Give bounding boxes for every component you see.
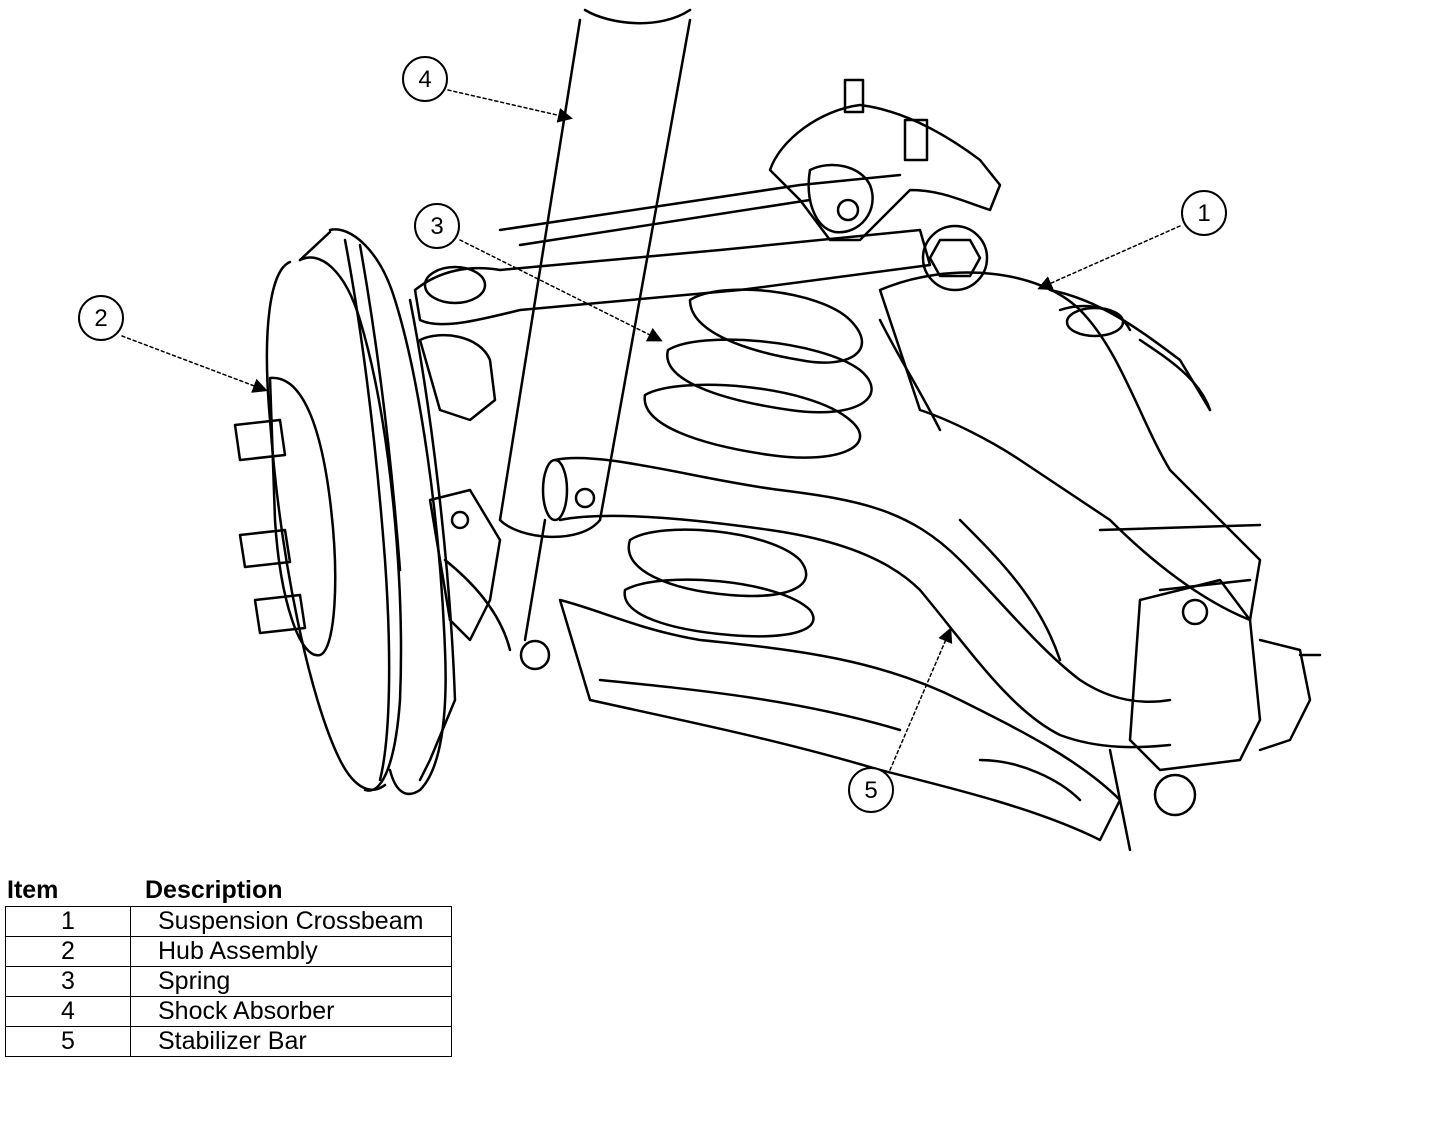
callout-5: 5 (848, 767, 894, 813)
svg-text:4: 4 (418, 66, 431, 93)
lower-arm-drawing (558, 598, 1122, 842)
callout-3: 3 (414, 203, 460, 249)
svg-text:2: 2 (94, 305, 107, 332)
svg-text:3: 3 (430, 213, 443, 240)
svg-text:1: 1 (1197, 200, 1210, 227)
item-description: Stabilizer Bar (130, 1026, 452, 1057)
rotor-hub-drawing (233, 228, 457, 796)
upper-arm-drawing (413, 173, 932, 326)
item-description: Hub Assembly (130, 936, 452, 967)
item-number: 3 (5, 966, 131, 997)
callout-2: 2 (78, 295, 124, 341)
item-number: 5 (5, 1026, 131, 1057)
item-number: 4 (5, 996, 131, 1027)
upper-mount-drawing (768, 78, 1002, 292)
stabilizer-bar-drawing (519, 456, 1172, 749)
callout-4: 4 (402, 56, 448, 102)
table-row: 1 Suspension Crossbeam (5, 906, 452, 937)
table-row: 3 Spring (5, 966, 452, 997)
leader-lines (121, 89, 1181, 771)
suspension-diagram: 1 2 3 4 5 (78, 8, 1322, 852)
table-row: 4 Shock Absorber (5, 996, 452, 1027)
description-column-header: Description (145, 876, 283, 904)
item-number: 1 (5, 906, 131, 937)
callout-1: 1 (1181, 190, 1227, 236)
shock-absorber-drawing (498, 8, 692, 539)
item-description: Spring (130, 966, 452, 997)
table-row: 5 Stabilizer Bar (5, 1026, 452, 1057)
legend-header: Item Description (5, 874, 455, 906)
item-description: Suspension Crossbeam (130, 906, 452, 937)
item-number: 2 (5, 936, 131, 967)
bushing-clamp-drawing (1108, 578, 1322, 852)
table-row: 2 Hub Assembly (5, 936, 452, 967)
item-description: Shock Absorber (130, 996, 452, 1027)
parts-legend: Item Description 1 Suspension Crossbeam … (5, 874, 455, 1057)
svg-text:5: 5 (864, 777, 877, 804)
crossbeam-drawing (878, 271, 1262, 662)
coil-spring-drawing (623, 288, 873, 638)
legend-table: 1 Suspension Crossbeam 2 Hub Assembly 3 … (5, 906, 452, 1057)
item-column-header: Item (7, 876, 59, 904)
